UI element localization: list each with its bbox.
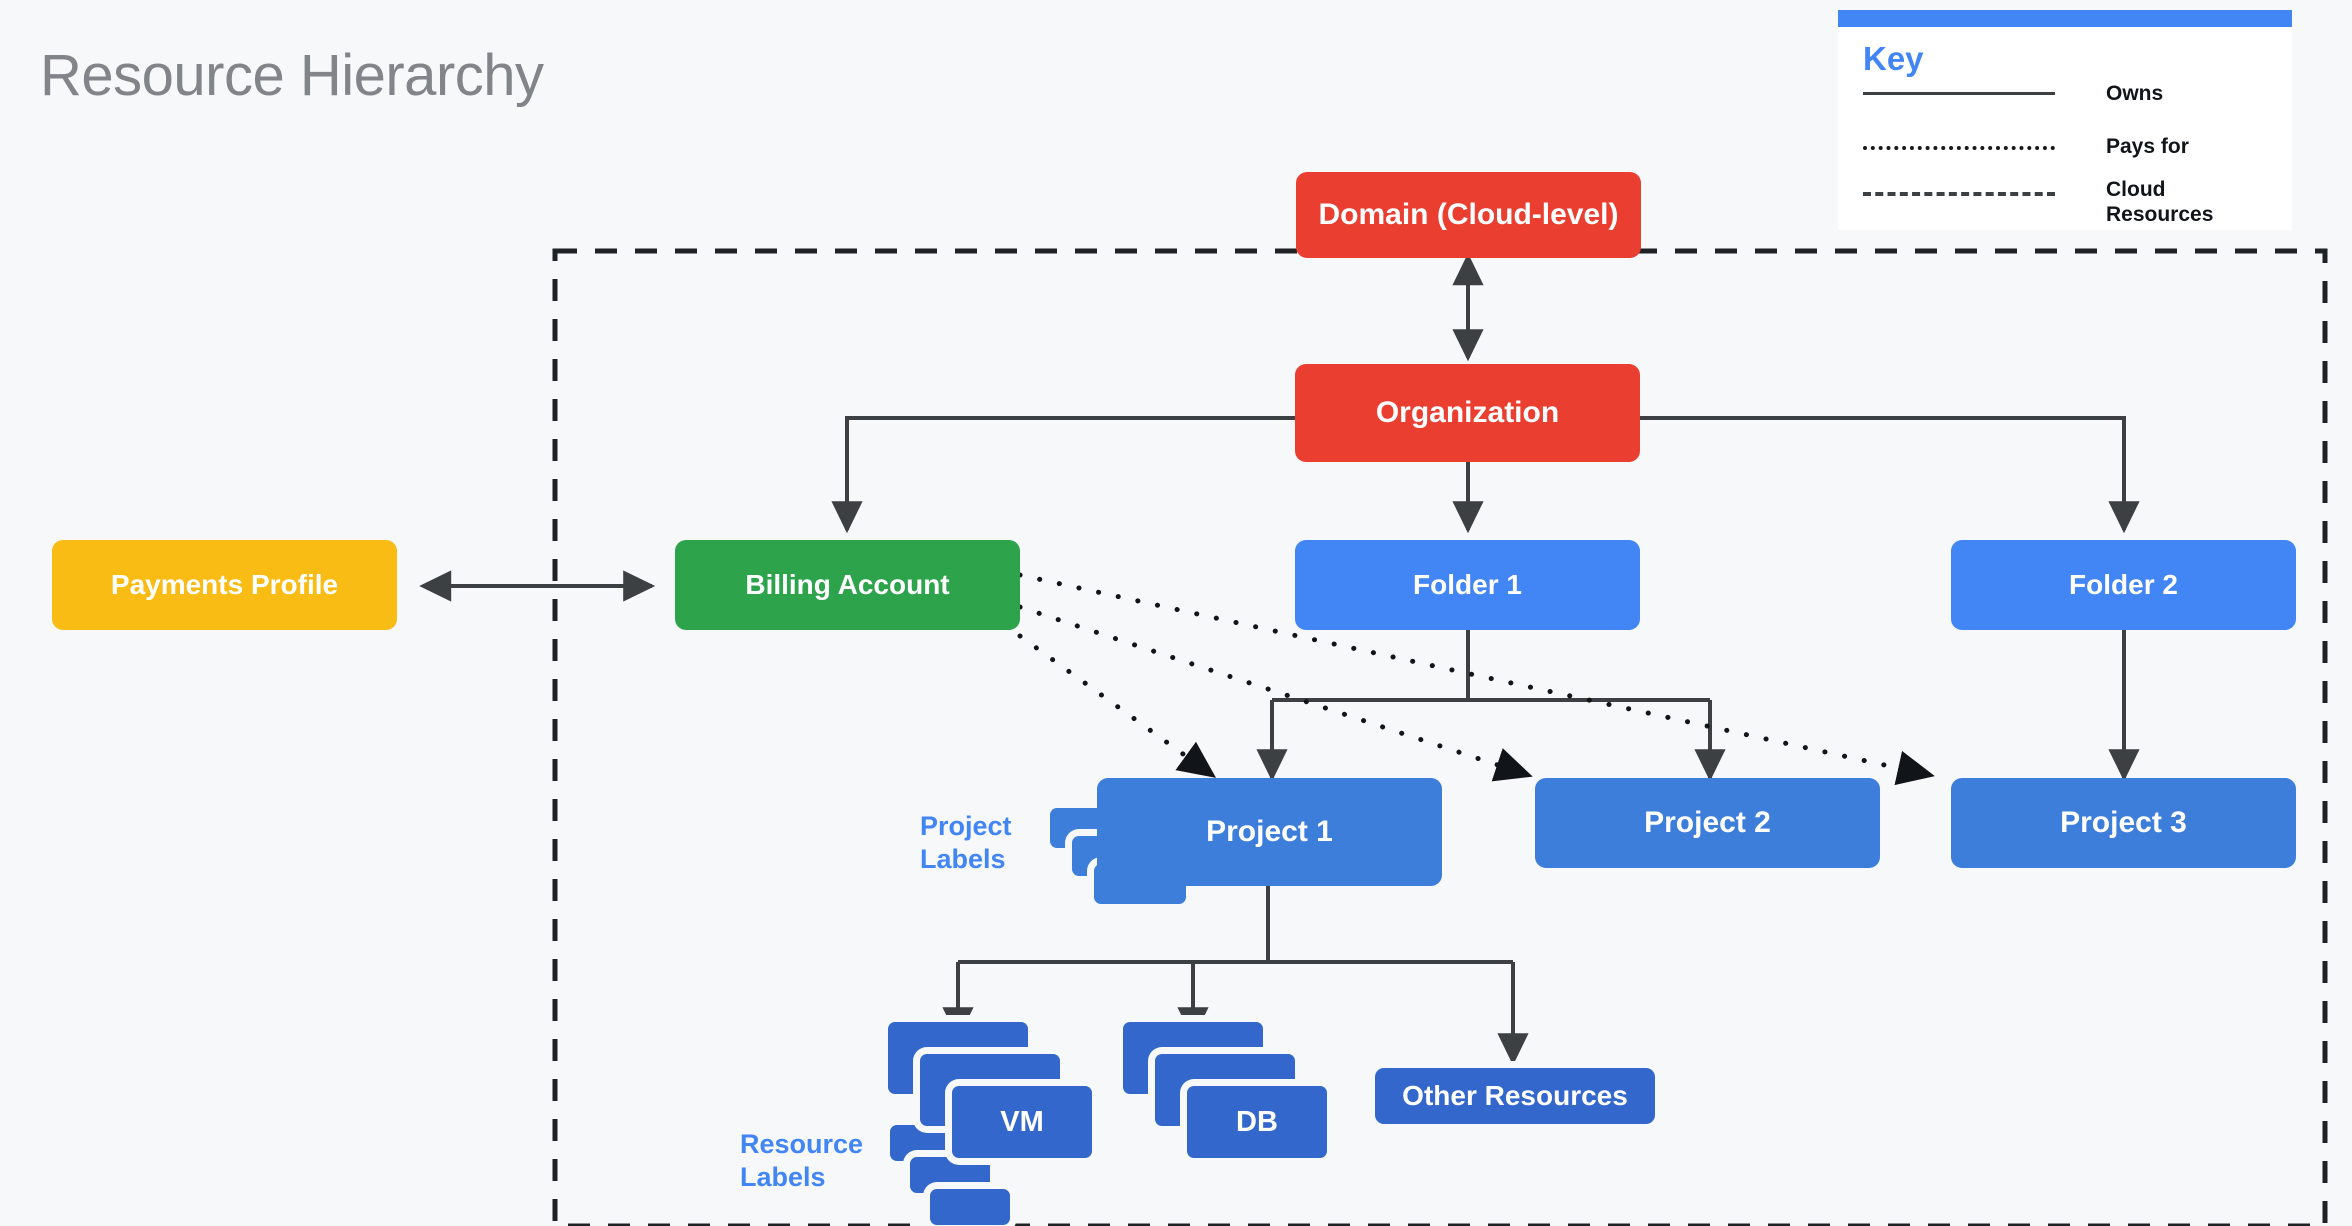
key-label-cloud-resources: Cloud Resources: [2106, 178, 2214, 226]
node-project-3[interactable]: Project 3: [1951, 778, 2296, 868]
key-accent-bar: [1838, 10, 2292, 27]
node-other-resources[interactable]: Other Resources: [1375, 1068, 1655, 1124]
node-vm-stack[interactable]: VM: [888, 1022, 1108, 1182]
node-db[interactable]: DB: [1187, 1086, 1327, 1158]
edge-project1-bus: [956, 886, 1515, 1050]
node-other-resources-label: Other Resources: [1402, 1079, 1628, 1111]
page-title: Resource Hierarchy: [40, 43, 544, 108]
key-label-pays-for: Pays for: [2106, 135, 2189, 158]
node-payments-profile[interactable]: Payments Profile: [52, 540, 397, 630]
node-domain-label: Domain (Cloud-level): [1318, 197, 1619, 231]
project-labels-line-1: Project: [920, 811, 1012, 841]
edge-billing-pays-project1: [1017, 633, 1217, 778]
node-billing-account[interactable]: Billing Account: [675, 540, 1020, 630]
key-panel: Key Owns Pays for Cloud Resources: [1838, 10, 2292, 230]
node-db-label: DB: [1236, 1105, 1278, 1138]
node-project-3-label: Project 3: [2060, 805, 2187, 839]
node-payments-profile-label: Payments Profile: [110, 568, 339, 600]
node-project-2-label: Project 2: [1644, 805, 1771, 839]
edge-organization-folder2: [1640, 416, 2140, 534]
resource-label-chip-3: [930, 1189, 1010, 1225]
node-db-stack[interactable]: DB: [1123, 1022, 1343, 1182]
key-line-owns-icon: [1863, 92, 2055, 95]
resource-labels-caption: Resource Labels: [740, 1128, 910, 1194]
node-domain[interactable]: Domain (Cloud-level): [1296, 172, 1641, 258]
node-organization[interactable]: Organization: [1295, 364, 1640, 462]
key-title: Key: [1863, 40, 1924, 77]
node-project-1[interactable]: Project 1: [1097, 778, 1442, 886]
node-folder-1-label: Folder 1: [1413, 568, 1522, 600]
node-project-1-label: Project 1: [1206, 814, 1333, 848]
node-folder-2-label: Folder 2: [2069, 568, 2178, 600]
project-labels-caption: Project Labels: [920, 810, 1050, 876]
resource-labels-line-1: Resource: [740, 1129, 864, 1159]
edge-organization-billing: [831, 416, 1295, 534]
node-folder-1[interactable]: Folder 1: [1295, 540, 1640, 630]
node-billing-account-label: Billing Account: [745, 568, 950, 600]
key-line-cloud-resources-icon: [1863, 192, 2055, 196]
node-organization-label: Organization: [1375, 395, 1560, 429]
node-project-2[interactable]: Project 2: [1535, 778, 1880, 868]
edge-folder1-bus: [1270, 630, 1712, 770]
project-labels-line-2: Labels: [920, 843, 1006, 874]
node-folder-2[interactable]: Folder 2: [1951, 540, 2296, 630]
node-vm-label: VM: [1000, 1105, 1044, 1138]
resource-labels-line-2: Labels: [740, 1161, 826, 1192]
resource-label-chip-2: [910, 1157, 990, 1193]
key-label-owns: Owns: [2106, 82, 2164, 105]
key-line-pays-for-icon: [1863, 146, 2055, 150]
node-vm[interactable]: VM: [952, 1086, 1092, 1158]
